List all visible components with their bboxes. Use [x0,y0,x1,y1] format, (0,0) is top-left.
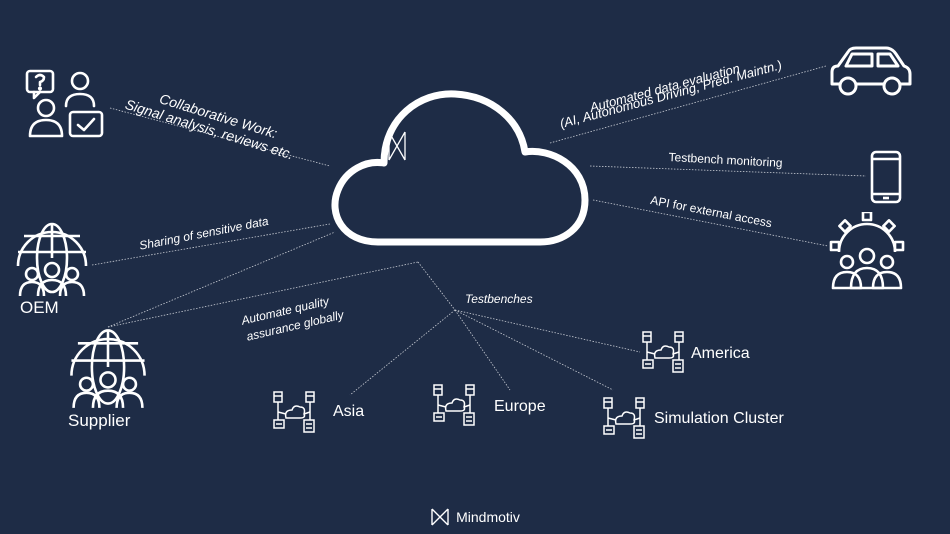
connector-simulation [454,309,614,391]
connector-testbenches-cloud [417,261,456,311]
node-asia: Asia [333,403,365,420]
connector-api [592,199,829,247]
connector-america [454,309,641,353]
node-simulation-cluster: Simulation Cluster [654,410,784,427]
cloud-icon [331,90,589,246]
connector-collab [109,107,331,167]
smartphone-icon [870,150,902,204]
label-testbenches: Testbenches [465,292,533,306]
connector-phone [589,165,867,177]
testbench-europe-icon [433,384,475,426]
oem-globe-people-icon [16,222,88,297]
footer-brand-name: Mindmotiv [456,509,520,525]
supplier-globe-people-icon [70,329,146,408]
connector-supplier-cloud [107,231,336,328]
node-supplier: Supplier [68,411,131,430]
testbench-asia-icon [273,391,315,433]
connector-europe [454,309,511,391]
connector-oem [91,223,331,266]
footer-brand: Mindmotiv [0,508,950,526]
gear-people-icon [829,212,905,290]
node-europe: Europe [494,398,546,415]
node-america: America [691,345,750,362]
testbench-america-icon [642,331,684,373]
team-collaboration-icon [25,69,104,138]
testbench-simulation-icon [603,397,645,439]
mindmotiv-logo-icon [388,131,406,161]
node-oem: OEM [20,298,59,317]
footer-logo-icon [431,508,449,526]
car-icon [830,46,912,96]
